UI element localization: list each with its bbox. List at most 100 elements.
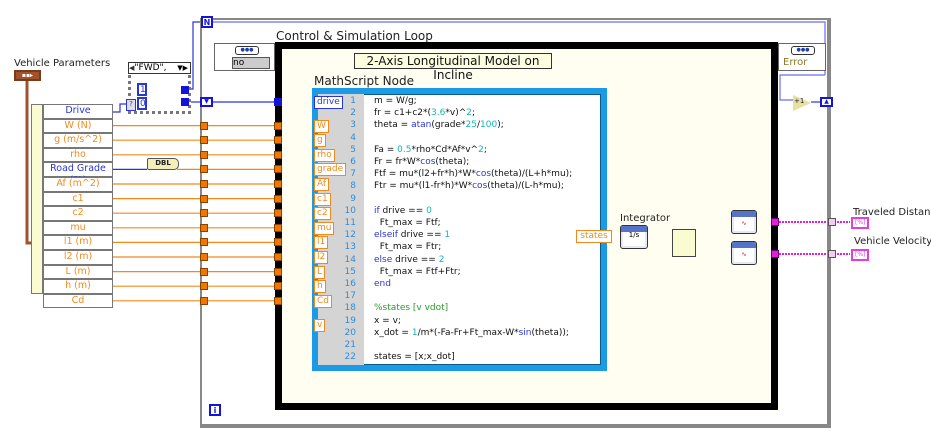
sim-input-node[interactable]: ●●● no <box>214 43 275 71</box>
unbundle-by-name-spine <box>31 104 43 294</box>
mathscript-input-v[interactable]: v <box>314 319 326 332</box>
code-line[interactable]: fr = c1+c2*(3.6*v)^2; <box>374 108 476 119</box>
unbundle-field[interactable]: Road Grade (%) <box>43 162 113 186</box>
code-line[interactable]: states = [x;x_dot] <box>374 352 455 363</box>
mathscript-output-states[interactable]: states <box>576 230 612 243</box>
code-line[interactable]: theta = atan(grade*25/100); <box>374 120 504 131</box>
line-number: 9 <box>350 193 356 204</box>
wire-tunnel <box>274 282 282 291</box>
sim-params-icon: ●●● <box>235 46 259 55</box>
code-line[interactable]: if drive == 0 <box>374 205 432 216</box>
unbundle-field[interactable]: c1 <box>43 191 113 207</box>
mathscript-input-Af[interactable]: Af <box>314 178 330 191</box>
unbundle-field[interactable]: g (m/s^2) <box>43 133 113 148</box>
line-number: 20 <box>344 327 356 338</box>
wire-tunnel <box>200 296 208 305</box>
unbundle-field[interactable]: Af (m^2) <box>43 177 113 192</box>
vehicle-parameters-constant[interactable]: ▪▪▸ <box>14 70 41 81</box>
collector-block-velocity[interactable]: ∿ <box>731 241 757 265</box>
unbundle-field[interactable]: W (N) <box>43 118 113 134</box>
mathscript-input-W[interactable]: W <box>314 119 329 133</box>
shift-register-right[interactable]: ▲ <box>820 97 833 107</box>
integrator-block[interactable]: 1/s <box>620 225 648 249</box>
collector-block-distance[interactable]: ∿ <box>731 210 757 234</box>
sim-output-icon: ●●● <box>791 46 815 55</box>
graph-icon: ∿ <box>734 217 754 231</box>
code-line[interactable]: Fr = fr*W*cos(theta); <box>374 157 470 167</box>
unbundle-field[interactable]: c2 <box>43 206 113 221</box>
coercion-to-double: DBL <box>147 158 179 170</box>
mathscript-input-l2[interactable]: l2 <box>314 251 329 264</box>
shift-register-left[interactable]: ▼ <box>200 97 213 107</box>
vehicle-parameters-label: Vehicle Parameters <box>14 58 111 69</box>
graph-icon: ∿ <box>734 248 754 262</box>
code-line[interactable]: x_dot = 1/m*(-Fa-Fr+Ft_max-W*sin(theta))… <box>374 327 569 338</box>
mathscript-input-drive[interactable]: drive <box>314 96 343 109</box>
unbundle-field[interactable]: Cd <box>43 293 113 309</box>
line-number: 4 <box>350 132 356 143</box>
code-line[interactable]: end <box>374 279 391 289</box>
constant-one[interactable]: 1 <box>137 83 147 96</box>
line-number: 12 <box>344 230 356 241</box>
output-tunnel <box>771 218 779 226</box>
case-prev-icon[interactable]: ◀ <box>129 64 135 72</box>
code-line[interactable]: Ft_max = Ftf; <box>374 218 441 228</box>
line-number: 8 <box>350 181 356 192</box>
sim-loop-tunnel <box>274 98 282 106</box>
sim-output-node[interactable]: ●●● Error <box>778 43 826 71</box>
mathscript-input-Cd[interactable]: Cd <box>314 294 332 308</box>
integrator-label: Integrator <box>620 213 671 224</box>
wire-tunnel <box>200 165 208 174</box>
mathscript-input-l1[interactable]: l1 <box>314 236 329 250</box>
sim-loop-title: Control & Simulation Loop <box>276 29 433 43</box>
wire-tunnel <box>200 180 208 188</box>
code-line[interactable]: %states [v vdot] <box>374 303 449 314</box>
mathscript-input-g[interactable]: g <box>314 134 326 148</box>
unbundle-field[interactable]: l1 (m) <box>43 235 113 250</box>
iteration-terminal[interactable]: i <box>209 404 221 416</box>
vehicle-velocity-indicator[interactable]: [%] <box>851 249 870 261</box>
line-number: 11 <box>344 218 356 228</box>
code-line[interactable]: elseif drive == 1 <box>374 230 451 241</box>
line-number: 6 <box>350 157 356 167</box>
case-dropdown-icon[interactable]: ▼▶ <box>177 64 188 72</box>
case-output-tunnel <box>181 86 189 94</box>
traveled-distance-indicator[interactable]: [%] <box>851 217 870 229</box>
sim-error-output: Error <box>783 57 808 68</box>
sim-input-value[interactable]: no <box>232 57 270 69</box>
line-number: 13 <box>344 242 356 253</box>
code-line[interactable]: Fa = 0.5*rho*Cd*Af*v^2; <box>374 144 487 155</box>
code-line[interactable]: Ftr = mu*(l1-fr*h)*W*cos(theta)/(L-h*mu)… <box>374 181 564 192</box>
mathscript-input-L[interactable]: L <box>314 265 326 279</box>
unbundle-field[interactable]: rho <box>43 147 113 163</box>
wire-tunnel <box>200 121 208 130</box>
code-line[interactable]: m = W/g; <box>374 96 417 106</box>
increment-function[interactable] <box>793 95 811 111</box>
index-array-block[interactable] <box>672 229 696 257</box>
code-line[interactable]: Ft_max = Ftr; <box>374 242 442 253</box>
loop-count-terminal[interactable]: N <box>201 16 213 28</box>
mathscript-input-h[interactable]: h <box>314 280 326 294</box>
mathscript-input-c1[interactable]: c1 <box>314 192 331 206</box>
unbundle-field[interactable]: l2 (m) <box>43 250 113 265</box>
wire-tunnel <box>200 194 208 203</box>
code-line[interactable]: Ftf = mu*(l2+fr*h)*W*cos(theta)/(L+h*mu)… <box>374 169 573 180</box>
code-line[interactable]: else drive == 2 <box>374 254 445 265</box>
model-title: 2-Axis Longitudinal Model on Incline <box>354 53 552 82</box>
constant-zero[interactable]: 0 <box>137 97 147 110</box>
code-line[interactable]: Ft_max = Ftf+Ftr; <box>374 266 461 277</box>
case-selector[interactable]: ◀"FWD",▼▶ <box>128 62 191 74</box>
unbundle-field[interactable]: L (m) <box>43 264 113 280</box>
unbundle-field[interactable]: Drive <box>43 104 113 119</box>
mathscript-input-c2[interactable]: c2 <box>314 207 331 221</box>
unbundle-field[interactable]: mu <box>43 220 113 236</box>
wire-tunnel <box>200 209 208 218</box>
unbundle-field[interactable]: h (m) <box>43 279 113 294</box>
wire-tunnel <box>274 296 282 305</box>
line-number: 17 <box>344 291 356 302</box>
mathscript-input-rho[interactable]: rho <box>314 148 335 162</box>
code-line[interactable]: x = v; <box>374 315 401 326</box>
mathscript-input-mu[interactable]: mu <box>314 221 335 235</box>
line-number: 3 <box>350 120 356 131</box>
mathscript-input-grade[interactable]: grade <box>314 163 347 177</box>
